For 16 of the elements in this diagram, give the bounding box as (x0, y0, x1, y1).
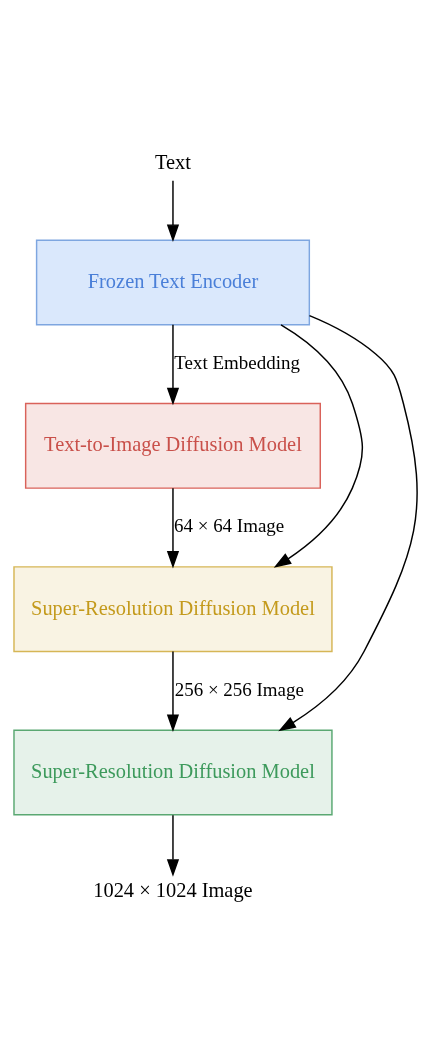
arrow (278, 314, 418, 731)
node-box: Frozen Text Encoder (35, 238, 311, 325)
node-box: Super-Resolution Diffusion Model (13, 729, 333, 816)
edge-label: Text Embedding (174, 351, 300, 373)
arrow (166, 179, 180, 242)
arrow (166, 486, 180, 569)
node-text: 1024 × 1024 Image (93, 878, 253, 901)
arrow (166, 650, 180, 732)
node-text: Text (154, 150, 191, 173)
edge-label: 64 × 64 Image (174, 514, 285, 536)
edge-label: 256 × 256 Image (174, 678, 304, 700)
arrow (166, 813, 180, 877)
arrow (273, 323, 364, 568)
arrow (166, 323, 180, 405)
node-box: Super-Resolution Diffusion Model (13, 565, 333, 652)
node-box: Text-to-Image Diffusion Model (24, 402, 321, 489)
